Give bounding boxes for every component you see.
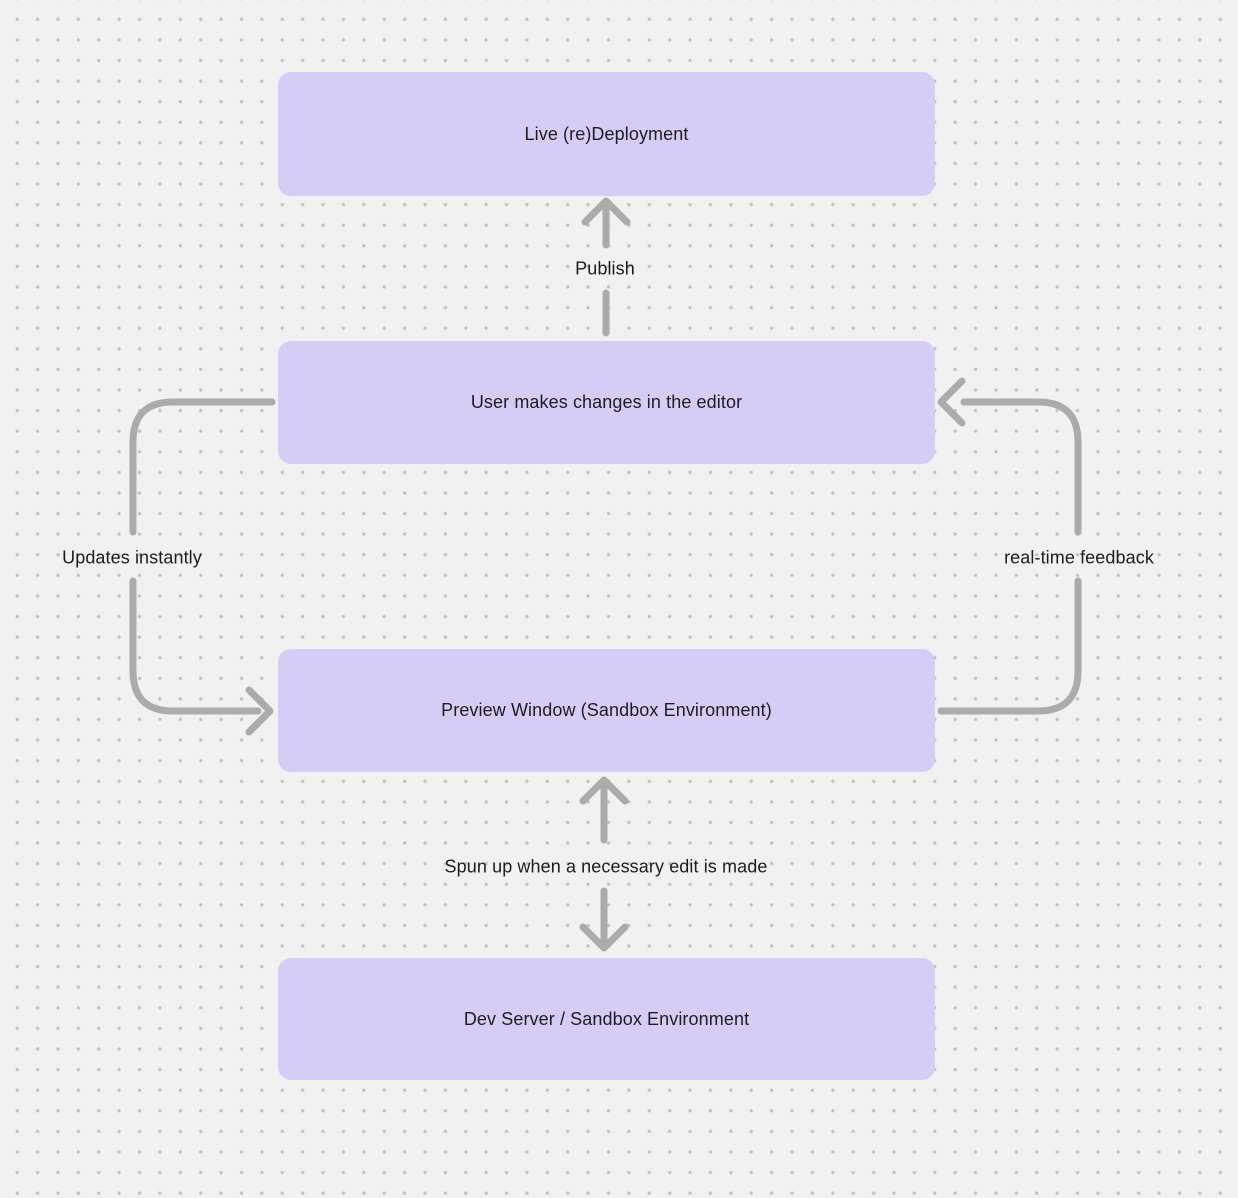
real-time-feedback-connector bbox=[937, 377, 1082, 715]
node-label: Dev Server / Sandbox Environment bbox=[463, 1008, 750, 1029]
node-preview-window: Preview Window (Sandbox Environment) bbox=[278, 649, 935, 772]
connector-segment bbox=[129, 398, 276, 536]
publish-arrow bbox=[581, 197, 631, 337]
connector-segment bbox=[960, 398, 1082, 536]
spun-up-connector bbox=[579, 776, 629, 952]
connector-segment bbox=[129, 577, 262, 715]
node-dev-server: Dev Server / Sandbox Environment bbox=[278, 958, 935, 1080]
edge-label-updates-instantly: Updates instantly bbox=[62, 547, 202, 568]
edge-label-spun-up: Spun up when a necessary edit is made bbox=[444, 856, 768, 877]
arrowhead-right-icon bbox=[245, 686, 274, 736]
edge-label-real-time-feedback: real-time feedback bbox=[1004, 547, 1154, 568]
arrowhead-up-icon bbox=[579, 776, 629, 805]
node-label: Live (re)Deployment bbox=[524, 123, 689, 144]
updates-instantly-connector bbox=[129, 398, 276, 736]
arrowhead-left-icon bbox=[937, 377, 966, 427]
arrowhead-down-icon bbox=[579, 923, 629, 952]
node-label: Preview Window (Sandbox Environment) bbox=[441, 700, 772, 720]
connector-segment bbox=[937, 577, 1082, 715]
node-label: User makes changes in the editor bbox=[470, 392, 743, 412]
node-live-deployment: Live (re)Deployment bbox=[278, 72, 935, 196]
arrowhead-up-icon bbox=[581, 197, 631, 226]
node-user-editor: User makes changes in the editor bbox=[278, 341, 935, 464]
edge-label-publish: Publish bbox=[575, 258, 635, 279]
